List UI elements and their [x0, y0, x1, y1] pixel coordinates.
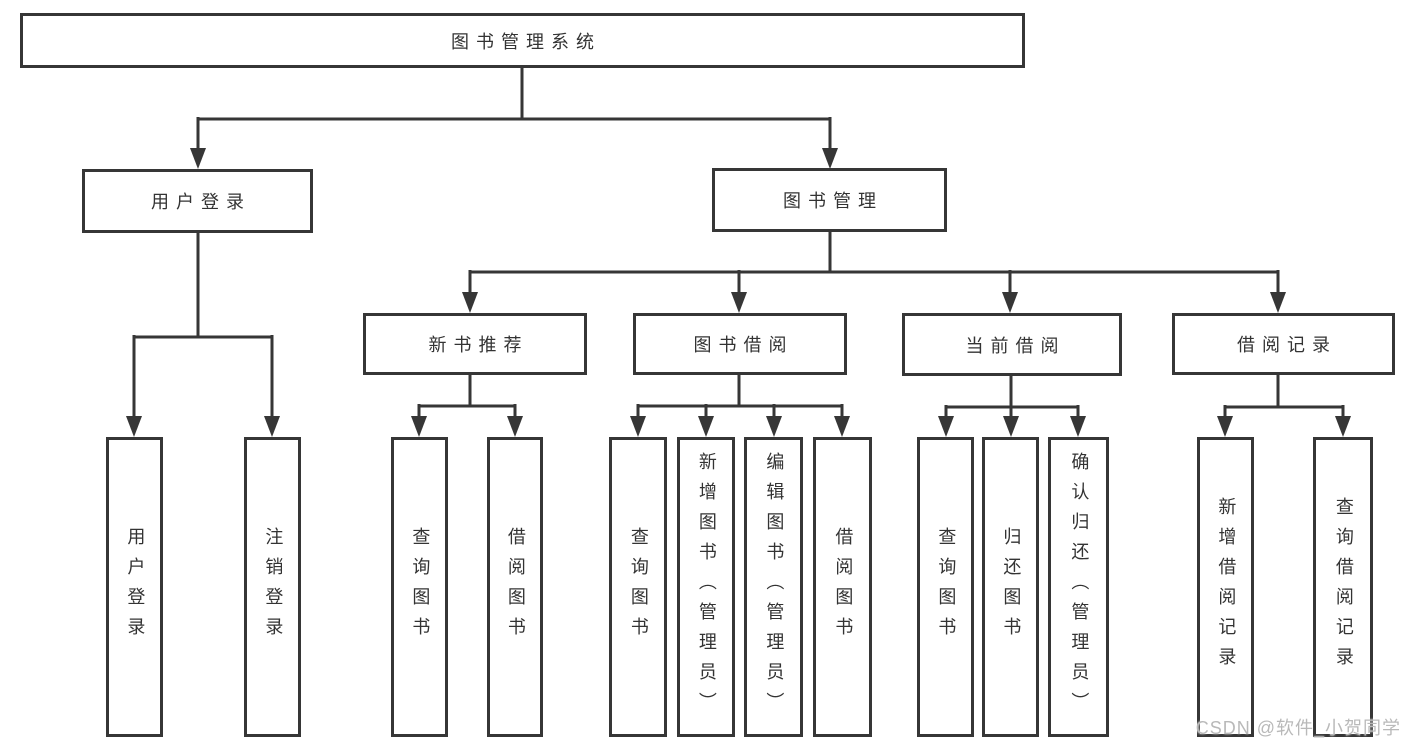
wire-book-management-to-level3 [462, 232, 1286, 313]
arrow-down-icon [1003, 416, 1019, 437]
node-leaf-query-book-3: 查询图书 [917, 437, 974, 737]
node-label: 用户登录 [125, 527, 146, 647]
node-label: 新增图书（管理员） [696, 452, 717, 722]
node-leaf-query-book-1: 查询图书 [391, 437, 448, 737]
arrow-down-icon [1217, 416, 1233, 437]
node-leaf-logout: 注销登录 [244, 437, 301, 737]
node-current-borrow: 当前借阅 [902, 313, 1122, 376]
node-label: 借阅图书 [833, 527, 854, 647]
node-label: 新增借阅记录 [1216, 497, 1237, 677]
node-label: 编辑图书（管理员） [764, 452, 785, 722]
wire-root-to-level2 [190, 68, 838, 169]
arrow-down-icon [1270, 292, 1286, 313]
node-label: 确认归还（管理员） [1069, 452, 1090, 722]
arrow-down-icon [822, 148, 838, 169]
arrow-down-icon [1070, 416, 1086, 437]
arrow-down-icon [938, 416, 954, 437]
node-book-management: 图书管理 [712, 168, 947, 232]
arrow-down-icon [411, 416, 427, 437]
watermark: CSDN @软件_小贺同学 [1195, 718, 1401, 738]
node-label: 归还图书 [1001, 527, 1022, 647]
arrow-down-icon [1002, 292, 1018, 313]
node-new-book-recommend: 新书推荐 [363, 313, 587, 375]
wire-borrow-record-branch [1217, 375, 1351, 437]
node-borrow-record: 借阅记录 [1172, 313, 1395, 375]
node-label: 查询借阅记录 [1333, 497, 1354, 677]
node-leaf-add-book-admin: 新增图书（管理员） [677, 437, 735, 737]
node-leaf-add-borrow-record: 新增借阅记录 [1197, 437, 1254, 737]
node-label: 借阅图书 [505, 527, 526, 647]
wire-user-login-branch [126, 233, 280, 437]
arrow-down-icon [731, 292, 747, 313]
arrow-down-icon [126, 416, 142, 437]
node-root: 图书管理系统 [20, 13, 1025, 68]
arrow-down-icon [1335, 416, 1351, 437]
arrow-down-icon [507, 416, 523, 437]
node-leaf-edit-book-admin: 编辑图书（管理员） [744, 437, 803, 737]
arrow-down-icon [264, 416, 280, 437]
wire-current-borrow-branch [938, 375, 1086, 437]
node-leaf-borrow-book-2: 借阅图书 [813, 437, 872, 737]
node-leaf-return-book: 归还图书 [982, 437, 1039, 737]
wire-book-borrow-branch [630, 375, 850, 437]
node-label: 查询图书 [628, 527, 649, 647]
node-leaf-query-book-2: 查询图书 [609, 437, 667, 737]
arrow-down-icon [190, 148, 206, 169]
node-label: 查询图书 [410, 527, 431, 647]
node-user-login: 用户登录 [82, 169, 313, 233]
node-leaf-query-borrow-record: 查询借阅记录 [1313, 437, 1373, 737]
arrow-down-icon [834, 416, 850, 437]
arrow-down-icon [462, 292, 478, 313]
arrow-down-icon [766, 416, 782, 437]
node-leaf-borrow-book-1: 借阅图书 [487, 437, 543, 737]
arrow-down-icon [630, 416, 646, 437]
node-label: 注销登录 [263, 527, 284, 647]
node-leaf-confirm-return-admin: 确认归还（管理员） [1048, 437, 1109, 737]
wire-new-book-recommend-branch [411, 375, 523, 437]
arrow-down-icon [698, 416, 714, 437]
node-leaf-user-login: 用户登录 [106, 437, 163, 737]
node-book-borrow: 图书借阅 [633, 313, 847, 375]
node-label: 查询图书 [936, 527, 957, 647]
